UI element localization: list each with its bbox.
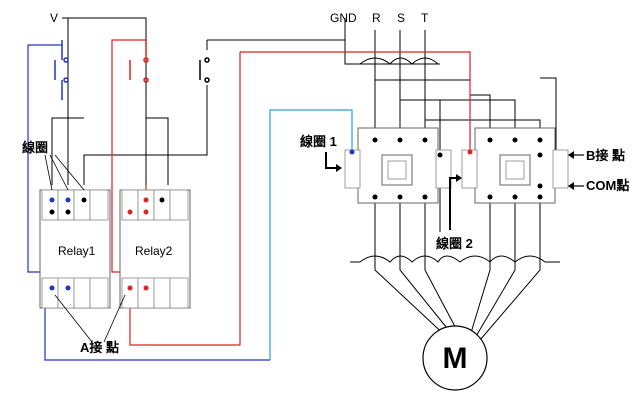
relay2-block [119, 189, 191, 309]
relay2-label: Relay2 [135, 244, 173, 258]
coil2-arrow [449, 177, 460, 230]
coil-callout: 線圈 [22, 140, 48, 155]
com-arrow-head [568, 182, 574, 190]
relay1-terminals [49, 197, 87, 291]
contactor2-terminals [467, 137, 543, 200]
v-supply-label: V [50, 11, 58, 25]
motor-label: M [443, 342, 468, 375]
switch-2 [129, 40, 149, 83]
coil1-arrow [325, 152, 340, 169]
coil2-callout: 線圈 2 [436, 236, 473, 251]
s-phase-label: S [397, 11, 405, 25]
coil2-arrow-head [456, 174, 462, 182]
relay1-label: Relay1 [58, 244, 96, 258]
motor-symbol [422, 325, 488, 391]
relay2-terminals [127, 197, 165, 291]
coil1-arrow-head [336, 164, 342, 172]
signal-wire [269, 109, 353, 360]
a-contact-callout: A接 點 [80, 340, 119, 355]
switch-3 [199, 57, 210, 83]
com-callout: COM點 [586, 178, 629, 193]
coil-leader-lines [44, 154, 85, 191]
b-contact-callout: B接 點 [586, 148, 625, 163]
coil1-callout: 線圈 1 [300, 134, 337, 149]
crossover-humps [350, 57, 560, 263]
t-phase-label: T [421, 11, 429, 25]
switch-1 [54, 40, 69, 100]
contactor1-terminals [349, 137, 443, 200]
b-contact-arrow-head [568, 151, 574, 159]
gnd-label: GND [330, 11, 357, 25]
r-phase-label: R [372, 11, 381, 25]
a-contact-leader-lines [54, 294, 126, 343]
